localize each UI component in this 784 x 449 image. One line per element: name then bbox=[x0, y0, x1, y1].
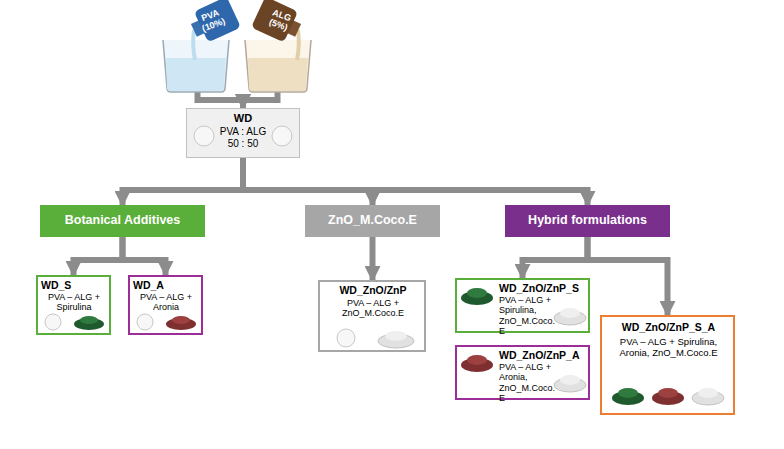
node-body: PVA – ALG + Spirulina, Aronia, ZnO_M.Coc… bbox=[610, 337, 727, 359]
bottle-body bbox=[251, 0, 298, 42]
process-box: WDPVA : ALG 50 : 50 bbox=[186, 108, 300, 158]
node-title: Hybrid formulations bbox=[505, 213, 670, 227]
pour-stream bbox=[297, 30, 299, 60]
formulation-box: WD_ZnO/ZnP_APVA – ALG + Aronia, ZnO_M.Co… bbox=[455, 345, 590, 400]
bottle-node: ALG (5%) bbox=[240, 0, 315, 92]
beaker bbox=[163, 40, 229, 92]
category-header: Botanical Additives bbox=[40, 205, 205, 237]
beaker bbox=[245, 40, 311, 92]
flow-arrow bbox=[243, 92, 278, 108]
flow-arrow bbox=[198, 92, 244, 108]
node-title: PVA (10%) bbox=[193, 5, 230, 35]
node-body: PVA – ALG + Spirulina bbox=[40, 292, 108, 313]
pva-bottle bbox=[187, 0, 241, 46]
beaker-liquid bbox=[166, 58, 226, 91]
node-body: PVA – ALG + ZnO_M.Coco.E bbox=[323, 298, 423, 319]
node-body: PVA – ALG + Aronia, ZnO_M.Coco.E bbox=[499, 362, 557, 403]
node-title: ALG (5%) bbox=[261, 5, 298, 35]
node-title: Botanical Additives bbox=[40, 213, 205, 227]
node-title: WD_ZnO/ZnP bbox=[323, 284, 423, 296]
node-title: WD_S bbox=[41, 279, 107, 291]
flow-arrow bbox=[243, 158, 588, 205]
bottle-node: PVA (10%) bbox=[160, 0, 235, 92]
flow-arrow bbox=[370, 237, 376, 280]
formulation-box: WD_SPVA – ALG + Spirulina bbox=[36, 275, 111, 335]
node-body: PVA : ALG 50 : 50 bbox=[218, 126, 268, 149]
node-title: WD_ZnO/ZnP_S_A bbox=[605, 321, 732, 333]
flow-arrow bbox=[74, 237, 123, 275]
node-body: PVA – ALG + Spirulina, ZnO_M.Coco.E bbox=[499, 295, 557, 336]
category-header: Hybrid formulations bbox=[505, 205, 670, 237]
flow-arrow bbox=[123, 237, 166, 275]
flow-arrow bbox=[123, 158, 244, 205]
flow-arrow bbox=[523, 237, 588, 278]
flow-arrow bbox=[588, 237, 668, 315]
node-title: WD_ZnO/ZnP_S bbox=[499, 282, 587, 294]
beaker-liquid bbox=[248, 58, 308, 91]
node-title: WD_A bbox=[133, 279, 199, 291]
formulation-box: WD_ZnO/ZnP_S_A PVA – ALG + Spirulina, Aro… bbox=[600, 315, 735, 415]
node-title: WD_ZnO/ZnP_A bbox=[499, 349, 587, 361]
formulation-box: WD_ZnO/ZnP PVA – ALG + ZnO_M.Coco.E bbox=[318, 280, 426, 352]
formulation-box: WD_APVA – ALG + Aronia bbox=[128, 275, 203, 335]
bottle-body bbox=[194, 0, 241, 42]
node-title: ZnO_M.Coco.E bbox=[305, 213, 440, 227]
flow-arrow bbox=[243, 158, 373, 205]
alg-bottle bbox=[251, 0, 305, 46]
node-title: WD bbox=[187, 112, 299, 125]
pour-stream bbox=[193, 30, 195, 60]
category-header: ZnO_M.Coco.E bbox=[305, 205, 440, 237]
formulation-box: WD_ZnO/ZnP_SPVA – ALG + Spirulina, ZnO_M… bbox=[455, 278, 590, 333]
node-body: PVA – ALG + Aronia bbox=[132, 292, 200, 313]
